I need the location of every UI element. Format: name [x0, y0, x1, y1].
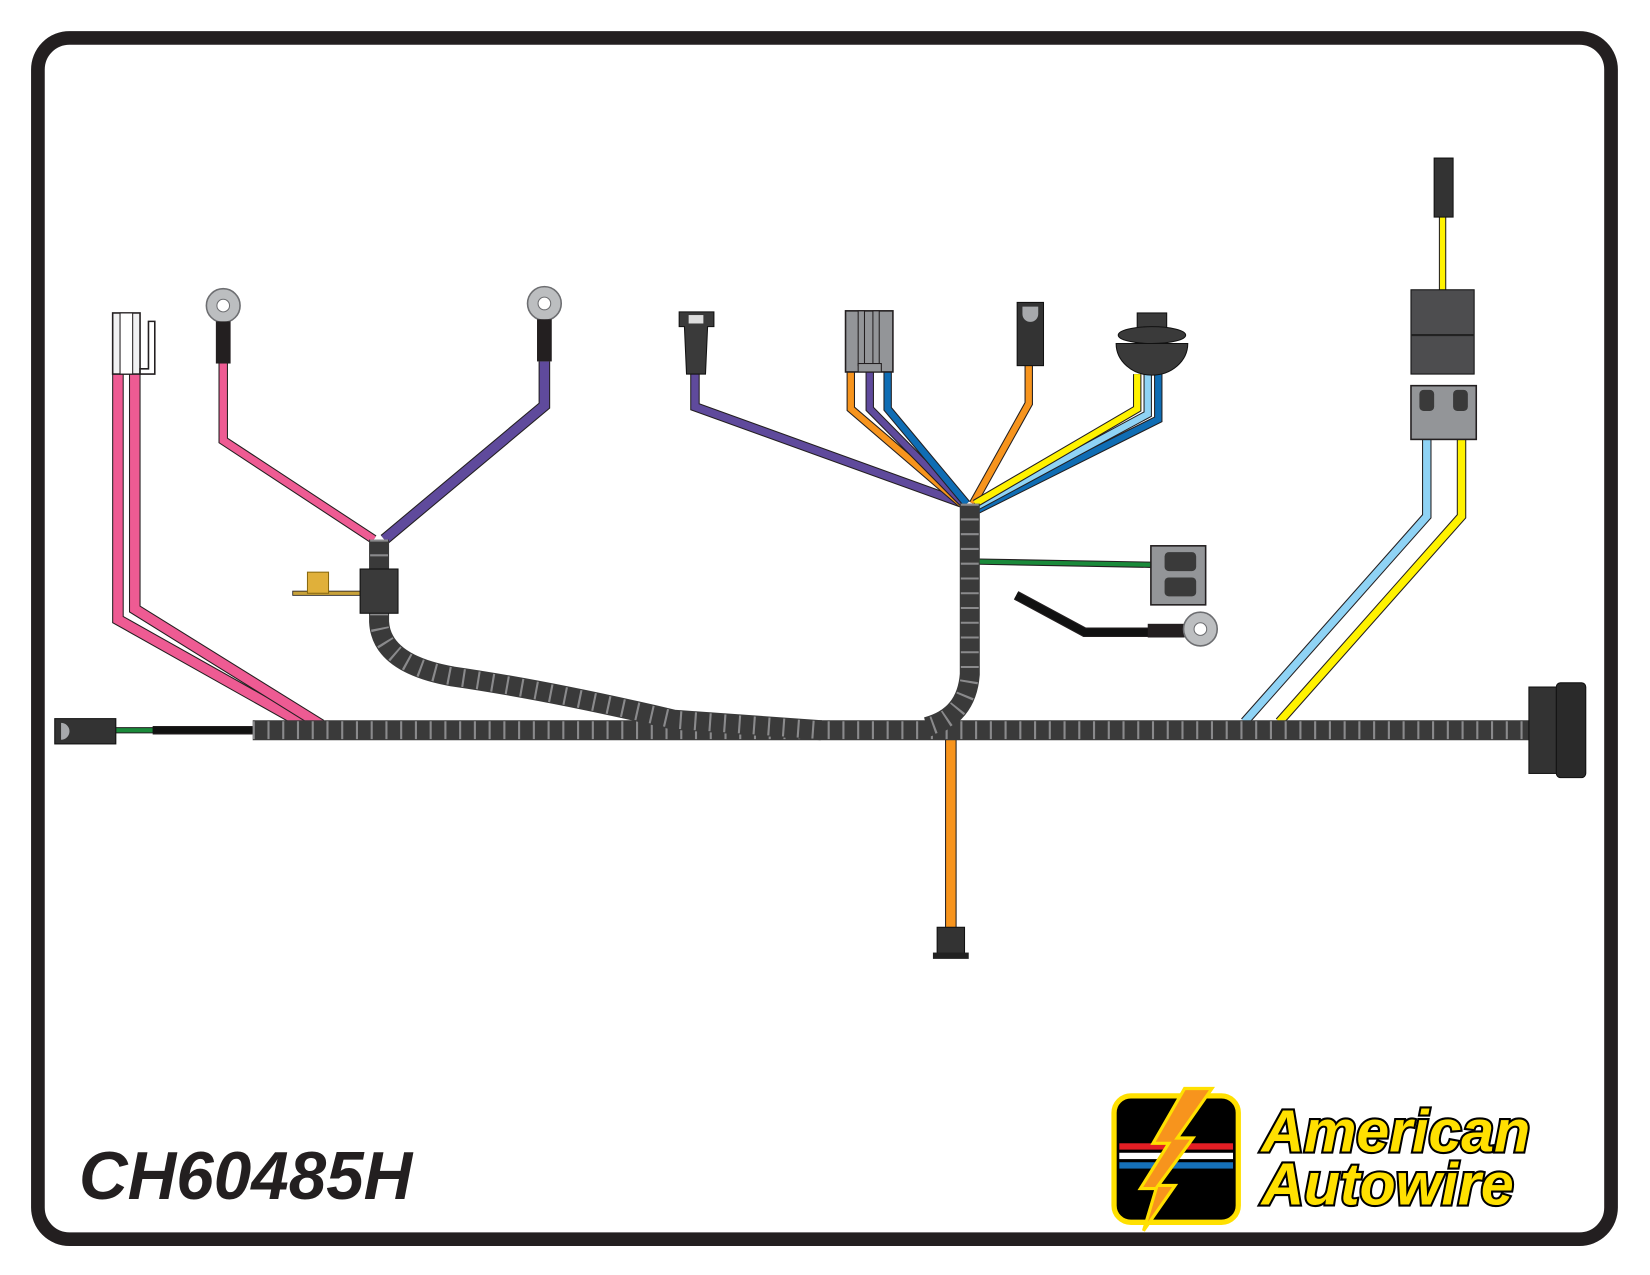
- wire-light-blue: [1241, 439, 1431, 725]
- part-number: CH60485H: [79, 1139, 414, 1214]
- american-autowire-logo: American Autowire: [1111, 1086, 1532, 1232]
- wire-blue: [884, 371, 970, 506]
- wire-yellow: [973, 374, 1141, 507]
- wire-pink: [113, 374, 308, 730]
- wire-pink: [219, 363, 376, 543]
- left-branch-loom: [369, 539, 823, 741]
- right-end-connector: [1528, 682, 1587, 779]
- relay-connector-stack: [1410, 157, 1478, 441]
- left-end-connector: [54, 718, 117, 745]
- wire-purple: [381, 361, 550, 544]
- diagram-frame: [31, 31, 1618, 1247]
- round-switch-connector: [1115, 312, 1189, 376]
- grey-3-pin-connector: [844, 310, 894, 373]
- center-branch-loom: [923, 503, 980, 737]
- logo-text-american: American: [1259, 1100, 1530, 1165]
- white-connector: [111, 312, 156, 375]
- wire-green: [979, 559, 1151, 567]
- grey-2-pin-connector: [1150, 545, 1207, 606]
- wires: [112, 217, 1467, 928]
- black-1-pin-connector: [1016, 301, 1045, 367]
- harness-loom: [252, 503, 1533, 741]
- wire-yellow: [1276, 439, 1466, 725]
- ring-terminal-purple: [526, 285, 563, 362]
- wire-purple: [691, 374, 965, 508]
- ring-terminal-black: [1147, 611, 1219, 647]
- connectors: [54, 157, 1587, 959]
- wire-light-blue: [974, 374, 1151, 510]
- wire-pink: [130, 374, 324, 729]
- logo-text-autowire: Autowire: [1259, 1152, 1513, 1217]
- bulb-socket-connector: [678, 311, 715, 375]
- wire-purple: [866, 371, 966, 506]
- wire-black: [1014, 592, 1150, 636]
- wire-orange: [847, 371, 964, 507]
- ground-clip: [292, 568, 399, 614]
- orange-wire-connector: [932, 926, 969, 959]
- wire-blue: [975, 374, 1162, 513]
- wire-orange: [970, 365, 1032, 506]
- ring-terminal-pink: [205, 287, 241, 364]
